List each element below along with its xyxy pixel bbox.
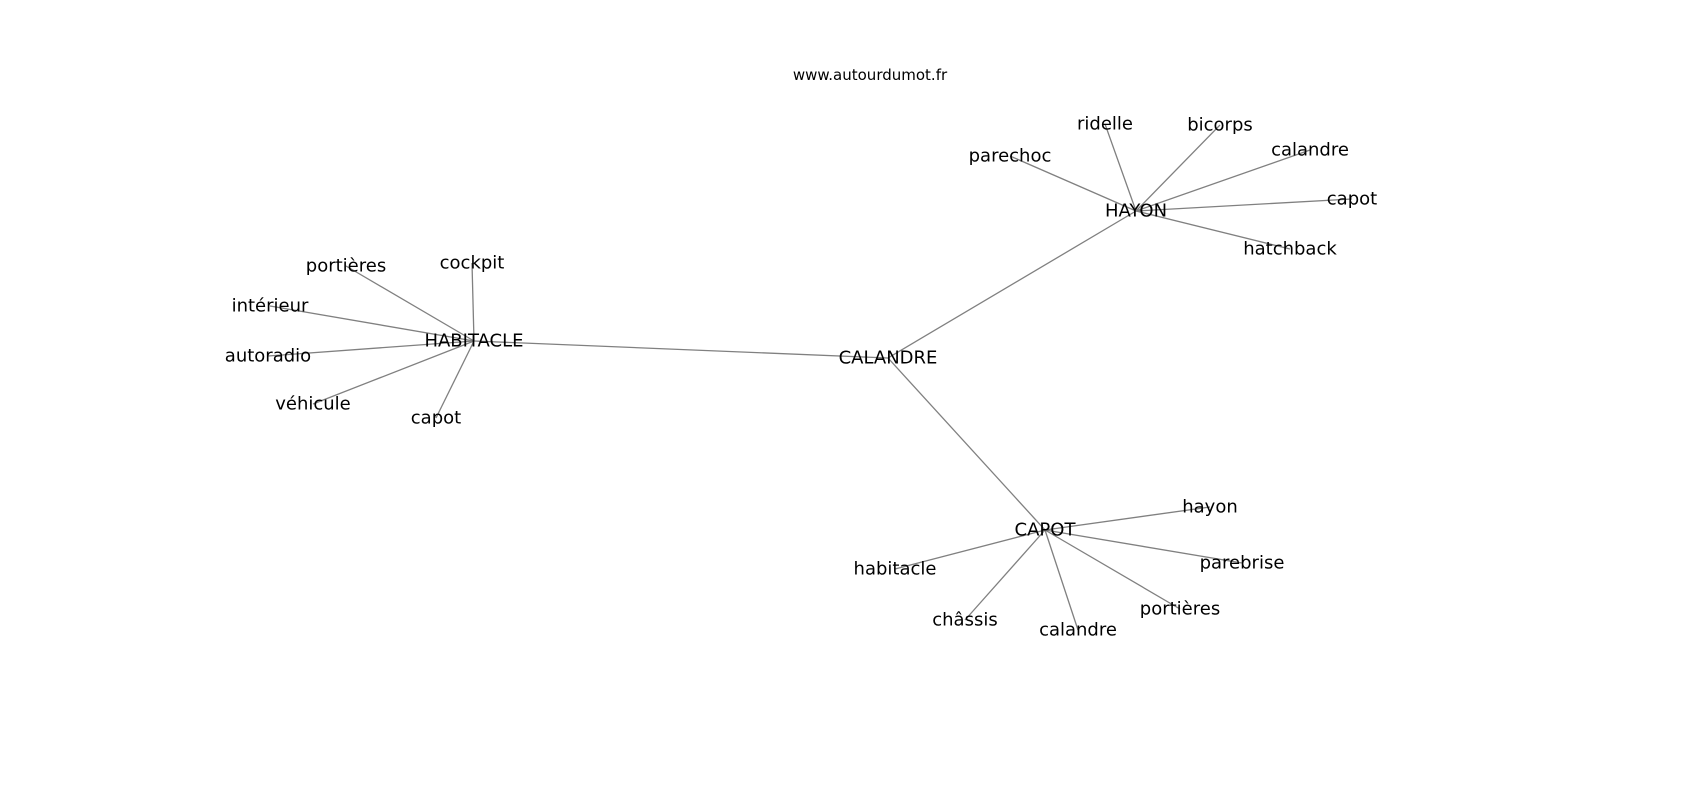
node-label-hay_capot: capot xyxy=(1327,189,1377,210)
edges-layer xyxy=(267,123,1353,631)
node-label-hab_portieres: portières xyxy=(306,256,386,277)
edge-hayon-hay_bicorps xyxy=(1135,124,1221,212)
edge-habitacle-hab_capot xyxy=(435,340,475,419)
node-label-hay_bicorps: bicorps xyxy=(1187,115,1253,136)
node-label-hay_hatchback: hatchback xyxy=(1243,239,1337,260)
edge-capot-cap_hayon xyxy=(1044,506,1211,531)
node-label-cap_hayon: hayon xyxy=(1182,497,1238,518)
node-label-hab_cockpit: cockpit xyxy=(440,253,505,274)
edge-hayon-hay_capot xyxy=(1135,198,1353,212)
edge-capot-cap_parebrise xyxy=(1044,529,1243,564)
node-label-hayon: HAYON xyxy=(1105,201,1167,222)
edge-habitacle-hab_cockpit xyxy=(471,262,475,342)
node-label-cap_habitacle: habitacle xyxy=(854,559,937,580)
edge-calandre_root-capot xyxy=(887,357,1046,531)
node-label-capot: CAPOT xyxy=(1015,520,1077,541)
node-label-hay_parechoc: parechoc xyxy=(969,146,1052,167)
edge-hayon-hay_hatchback xyxy=(1135,210,1291,250)
node-label-habitacle: HABITACLE xyxy=(424,331,523,352)
edge-hayon-hay_parechoc xyxy=(1009,155,1137,212)
edge-calandre_root-hayon xyxy=(887,210,1137,359)
node-label-cap_chassis: châssis xyxy=(932,610,997,631)
edge-capot-cap_chassis xyxy=(964,529,1046,621)
node-label-hay_ridelle: ridelle xyxy=(1077,114,1133,135)
edge-habitacle-hab_portieres xyxy=(345,265,475,342)
node-label-hab_interieur: intérieur xyxy=(232,296,309,317)
edge-habitacle-hab_vehicule xyxy=(312,340,475,405)
node-label-calandre_root: CALANDRE xyxy=(839,348,938,369)
node-label-cap_portieres: portières xyxy=(1140,599,1220,620)
edge-habitacle-hab_autoradio xyxy=(267,340,475,357)
node-label-hab_capot: capot xyxy=(411,408,461,429)
node-label-hab_vehicule: véhicule xyxy=(275,394,351,415)
edge-capot-cap_calandre xyxy=(1044,529,1079,631)
node-label-hab_autoradio: autoradio xyxy=(225,346,311,367)
edge-habitacle-hab_interieur xyxy=(269,305,475,342)
edge-hayon-hay_ridelle xyxy=(1104,123,1137,212)
labels-layer: CALANDRE HABITACLE HAYON CAPOT portières cock… xyxy=(225,114,1377,641)
edge-hayon-hay_calandre xyxy=(1135,149,1311,212)
edge-calandre_root-habitacle xyxy=(473,340,889,359)
edge-capot-cap_habitacle xyxy=(894,529,1046,570)
node-label-cap_parebrise: parebrise xyxy=(1200,553,1285,574)
node-label-cap_calandre: calandre xyxy=(1039,620,1117,641)
node-label-hay_calandre: calandre xyxy=(1271,140,1349,161)
edge-capot-cap_portieres xyxy=(1044,529,1181,610)
source-title: www.autourdumot.fr xyxy=(792,66,948,84)
